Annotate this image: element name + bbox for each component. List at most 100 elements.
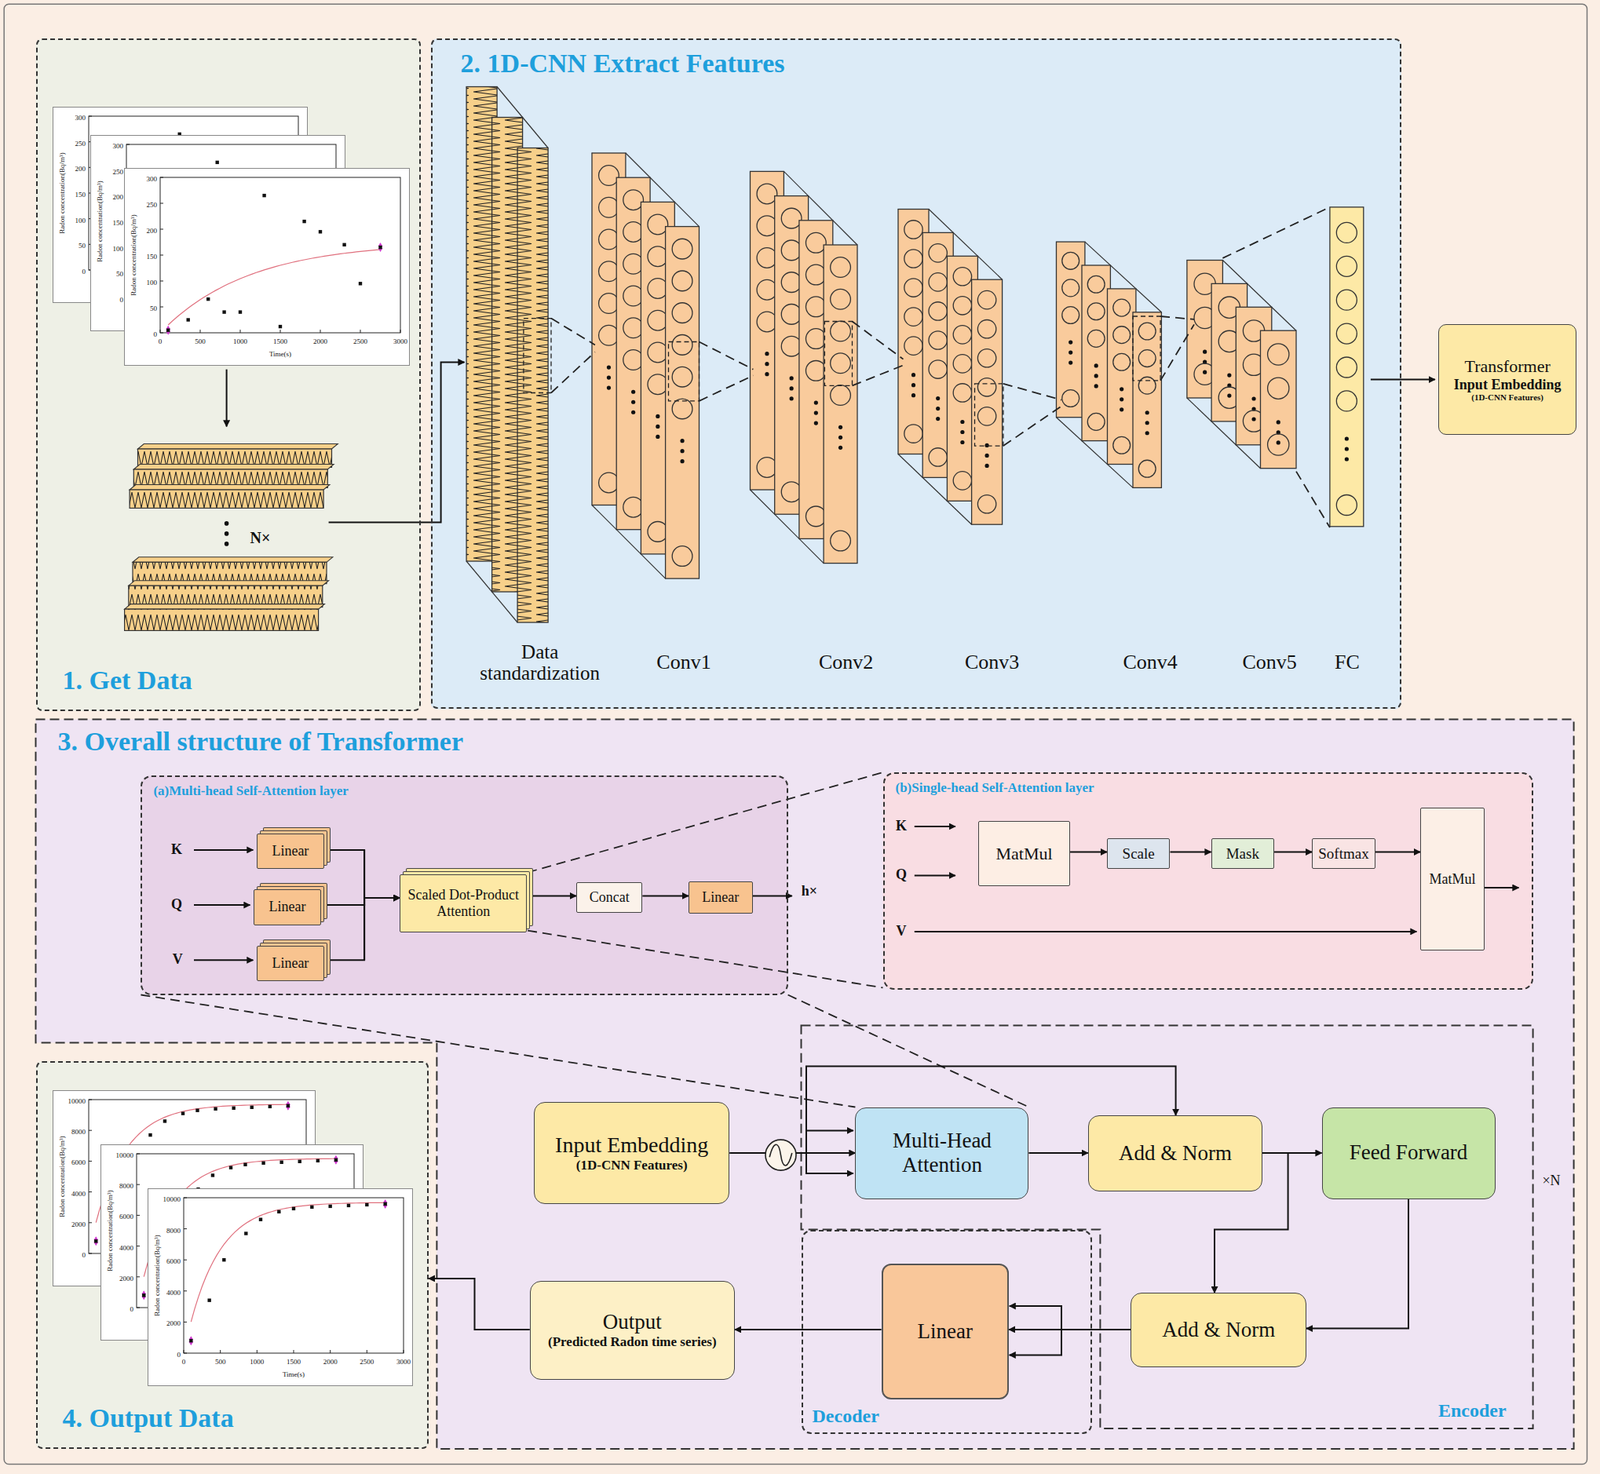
feature-map [1056,241,1085,418]
drawing-stroke [1336,222,1357,243]
neuron [953,296,972,315]
drawing-stroke [606,375,611,380]
label-holder: 1000 [233,332,248,348]
neuron [599,472,620,494]
label-text: 10000 [116,1151,135,1160]
label-holder: 10000 [163,1190,182,1206]
neuron [599,229,620,250]
box-text: Softmax [1317,845,1370,863]
label-text: Conv2 [818,650,874,673]
drawing-stroke [838,435,843,440]
kernel-window [523,318,552,394]
label-text: 50 [78,241,86,250]
feature-map [1081,265,1111,442]
feature-map [971,279,1003,525]
end-marker [188,1336,194,1346]
label-text: 2500 [359,1358,374,1367]
label-text: Q [171,896,183,913]
label-text: 300 [146,175,158,183]
data-point [229,1165,233,1169]
label-holder: ×N [1541,1173,1560,1190]
panel-fill [36,1061,430,1450]
process-box: Concat [576,882,643,914]
label-holder: 8000 [166,1222,181,1237]
label-text: Radon concentration(Bq/m³) [58,1136,66,1217]
drawing-stroke [183,1353,187,1355]
label-text: 2000 [119,1274,134,1283]
neuron [928,273,947,292]
box-text: Linear [694,889,748,906]
drawing-stroke [183,1228,187,1230]
drawing-stroke [764,351,769,356]
neuron [756,279,778,300]
label-holder: Q [895,867,907,884]
neuron [1113,436,1131,454]
drawing-stroke [838,425,843,430]
fit-curve [168,249,380,326]
group-panel: 1. Get Data300250200150100500Radon conce… [36,38,421,712]
arrow [806,1153,854,1174]
label-holder: 3000 [393,332,408,348]
neuron [756,311,778,333]
process-box: Add & Norm [1130,1293,1307,1368]
chart-sheet [148,1189,413,1387]
neuron [953,471,972,490]
drawing-stroke [960,430,965,435]
drawing-stroke [679,438,684,443]
panel-title: Decoder [812,1406,880,1429]
neuron [756,183,778,205]
label-holder: Q [171,897,183,914]
neuron [977,407,996,426]
neuron [928,331,947,350]
neuron [1062,390,1080,408]
label-text: Radon concentration(Bq/m³) [153,1234,161,1316]
neuron [1113,326,1131,344]
end-marker [333,1155,339,1166]
drawing-stroke [200,329,201,333]
label-text: Data standardization [465,640,615,684]
drawing-stroke [764,372,769,377]
label-holder: 2500 [359,1353,374,1368]
label-holder: 2000 [71,1216,86,1231]
drawing-stroke [280,329,282,333]
neuron [928,448,947,467]
drawing-stroke [960,440,965,445]
drawing-stroke [631,400,636,405]
kernel-window [824,321,852,387]
label-text: 300 [75,113,87,122]
box-text: Linear [262,843,319,860]
label-holder: 10000 [68,1092,87,1107]
process-box: Add & Norm [1088,1115,1263,1193]
label-holder: FC [1334,650,1360,674]
drawing-stroke [1344,436,1349,441]
zoom-line [852,365,904,386]
label-text: 200 [146,226,158,235]
drawing-stroke [1202,370,1207,375]
label-text: 200 [113,193,125,201]
label-text: 3000 [393,337,408,346]
box-text: Linear [887,1319,1004,1345]
drawing-stroke [911,372,916,377]
label-holder: Radon concentration(Bq/m³) [53,152,68,234]
label-holder: Data standardization [465,640,615,684]
drawing-stroke [88,1161,92,1162]
label-text: 8000 [119,1182,134,1191]
zoom-line [1003,383,1062,401]
label-text: 250 [146,200,158,209]
label-text: 250 [113,168,125,176]
connector-arrow [526,894,576,897]
data-point [328,1205,332,1209]
connector-arrow [324,898,400,961]
label-holder: 4000 [71,1185,86,1200]
box-text: Add & Norm [1136,1318,1301,1343]
label-text: 6000 [166,1257,181,1266]
zoom-line [699,375,754,402]
label-holder: 2000 [119,1270,134,1285]
label-holder: Conv5 [1242,650,1297,674]
chart-sheet [124,168,410,366]
drawing-stroke [129,489,324,508]
neuron [1267,377,1290,399]
drawing-stroke [126,143,130,145]
label-holder: N× [250,529,271,547]
panel-title: 3. Overall structure of Transformer [58,726,464,757]
